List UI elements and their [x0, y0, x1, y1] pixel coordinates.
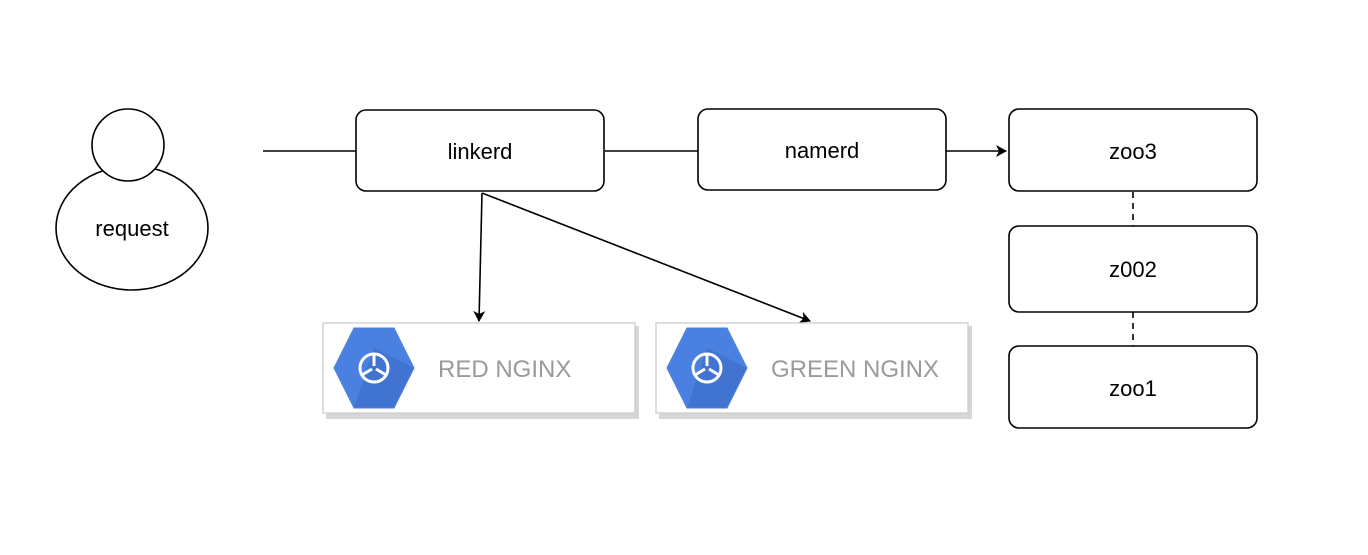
request-actor[interactable]: request	[55, 108, 209, 291]
green-nginx-card[interactable]: GREEN NGINX	[655, 322, 972, 419]
actor-head	[91, 108, 165, 182]
namerd-label: namerd	[785, 138, 860, 163]
red-nginx-label: RED NGINX	[438, 356, 571, 383]
z002-node[interactable]: z002	[1008, 225, 1258, 313]
red-nginx-card[interactable]: RED NGINX	[322, 322, 639, 419]
zoo1-node[interactable]: zoo1	[1008, 345, 1258, 429]
green-nginx-label: GREEN NGINX	[771, 356, 939, 383]
linkerd-node[interactable]: linkerd	[355, 109, 605, 192]
linkerd-to-red-nginx-arrow	[473, 192, 486, 322]
zoo3-label: zoo3	[1109, 139, 1157, 164]
linkerd-to-green-nginx-arrow	[481, 192, 811, 323]
kubernetes-engine-hexagon-icon	[666, 327, 748, 409]
z002-label: z002	[1109, 257, 1157, 282]
zoo3-node[interactable]: zoo3	[1008, 108, 1258, 192]
zoo1-label: zoo1	[1109, 376, 1157, 401]
kubernetes-engine-hexagon-icon	[333, 327, 415, 409]
linkerd-label: linkerd	[448, 139, 513, 164]
namerd-node[interactable]: namerd	[697, 108, 947, 191]
actor-label: request	[95, 216, 168, 241]
connectors	[263, 145, 1134, 346]
